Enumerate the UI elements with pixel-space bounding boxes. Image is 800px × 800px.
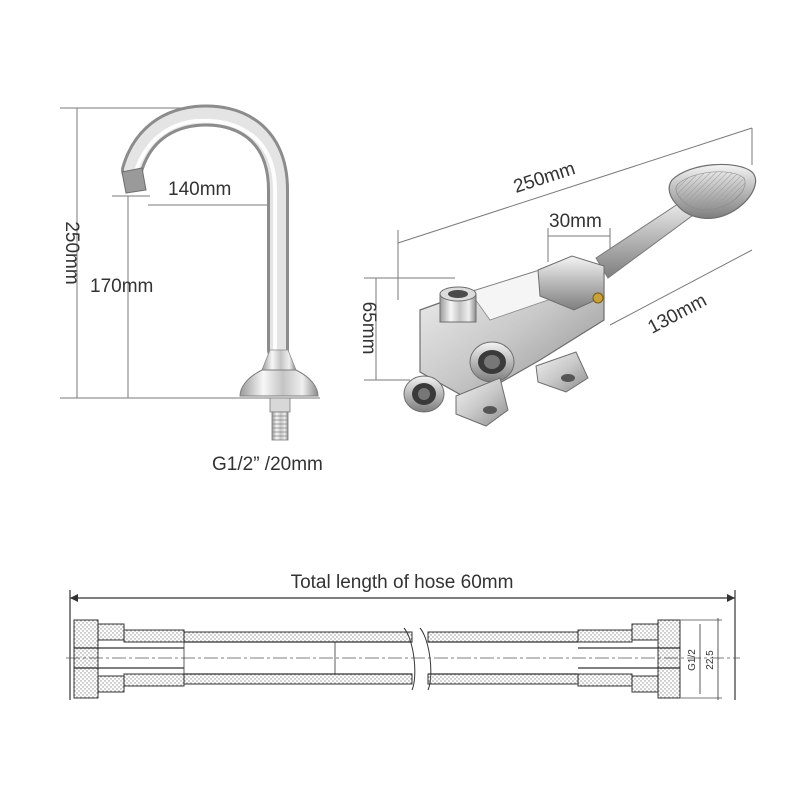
pedal-length-dim-line (397, 127, 753, 244)
faucet-outlet-height-label: 170mm (90, 276, 153, 297)
hose-left-fitting (73, 619, 185, 699)
pedal-valve-group: 250mm 30mm 65mm 130mm (358, 127, 757, 427)
hose-diameter-label: 22.5 (705, 650, 716, 670)
pedal-lever-dim-line (609, 249, 753, 326)
faucet-spout (121, 104, 289, 361)
hose-diagram: Total length of hose 60mm (66, 572, 740, 700)
pedal-length-label: 250mm (511, 158, 578, 198)
pedal-foot-mount-front (455, 377, 509, 427)
faucet-base-flange (239, 369, 319, 397)
faucet-group: 250mm 170mm 140mm G1/2” /20mm (60, 104, 323, 475)
pedal-top-port (439, 286, 477, 323)
faucet-aerator (121, 167, 147, 194)
hose-thread-label: G1/2 (687, 649, 698, 671)
pedal-foot-plate (668, 163, 757, 219)
pedal-width-label: 30mm (549, 211, 602, 232)
faucet-reach-label: 140mm (168, 179, 231, 200)
hose-length-label: Total length of hose 60mm (291, 572, 514, 593)
faucet-collar (261, 349, 297, 371)
hose-left-section (183, 631, 413, 685)
faucet-threaded-shank (269, 397, 291, 441)
faucet-height-label: 250mm (61, 221, 82, 284)
faucet-thread-label: G1/2” /20mm (212, 454, 323, 475)
pedal-lever-length-label: 130mm (644, 290, 710, 338)
hose-right-fitting (577, 619, 681, 699)
hose-break-mark (403, 627, 432, 691)
pedal-hinge-block (537, 255, 605, 311)
pedal-brass-pin (592, 292, 604, 304)
pedal-height-label: 65mm (358, 302, 379, 355)
pedal-foot-mount-rear (535, 351, 589, 393)
pedal-front-port (469, 341, 515, 383)
pedal-left-port (403, 375, 445, 413)
hose-right-section (427, 631, 579, 685)
